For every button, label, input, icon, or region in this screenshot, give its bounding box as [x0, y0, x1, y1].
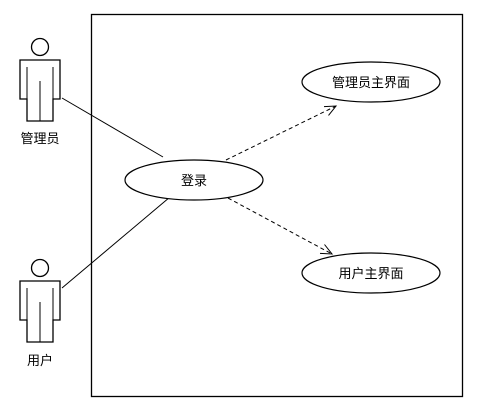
stick-figure-actor-icon	[19, 37, 61, 122]
dependency-login-user-main	[227, 197, 334, 255]
association-user-login	[61, 196, 171, 289]
use-case-user-main: 用户主界面	[301, 252, 441, 294]
use-case-admin-main-label: 管理员主界面	[332, 76, 410, 91]
stick-figure-actor-icon	[19, 258, 61, 343]
use-case-admin-main: 管理员主界面	[301, 61, 441, 103]
actor-user: 用户	[19, 258, 61, 369]
use-case-login: 登录	[124, 159, 264, 201]
association-admin-login	[61, 97, 164, 158]
actor-admin: 管理员	[19, 37, 61, 147]
use-case-user-main-label: 用户主界面	[338, 266, 403, 282]
dependency-login-admin-main	[225, 105, 338, 161]
actor-user-label: 用户	[27, 353, 53, 369]
actor-admin-label: 管理员	[20, 132, 59, 147]
use-case-login-label: 登录	[181, 174, 207, 189]
